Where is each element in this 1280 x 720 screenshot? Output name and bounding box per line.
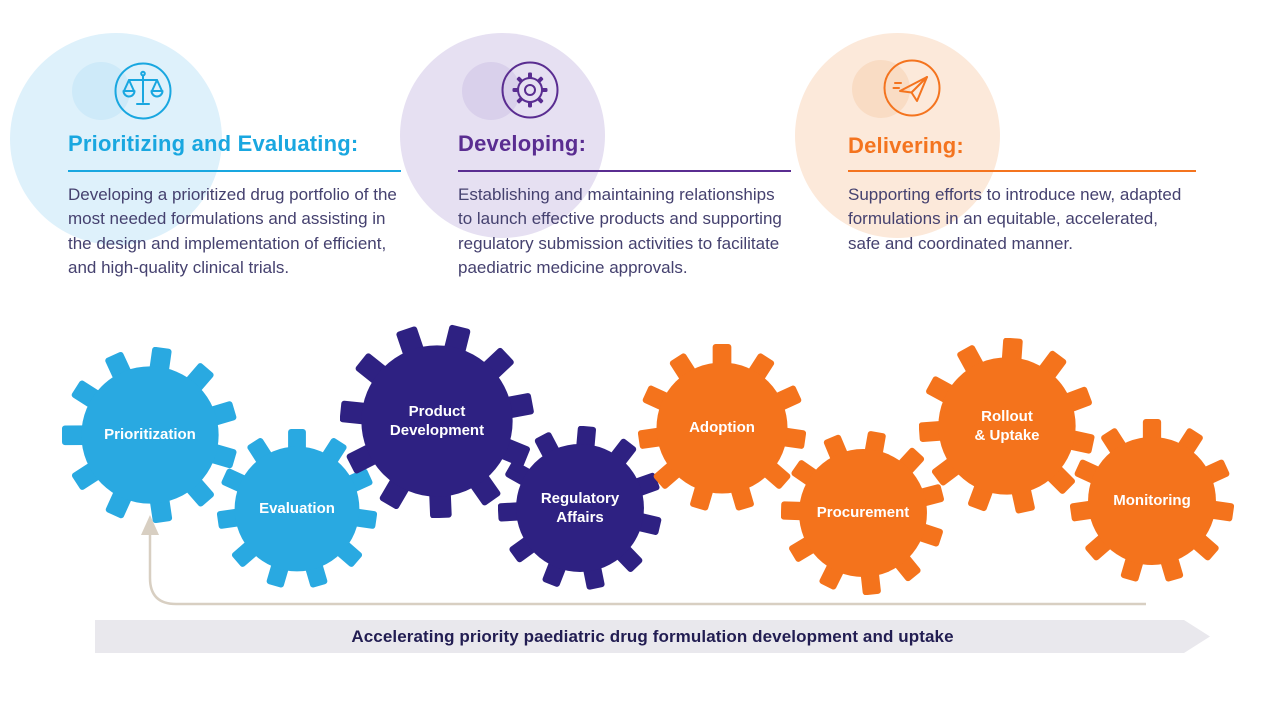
- process-banner-text: Accelerating priority paediatric drug fo…: [351, 626, 954, 646]
- gear-regulatory-affairs: Regulatory Affairs: [498, 426, 662, 590]
- heading-prioritizing-evaluating: Prioritizing and Evaluating:: [68, 131, 359, 156]
- divider-prioritizing: [68, 170, 401, 172]
- gear-label-procurement: Procurement: [816, 504, 910, 522]
- divider-developing: [458, 170, 791, 172]
- gear-label-regulatory-affairs: Regulatory Affairs: [540, 489, 620, 527]
- gear-prioritization: Prioritization: [62, 347, 238, 523]
- paper-plane-icon: [881, 57, 943, 119]
- body-delivering: Supporting efforts to introduce new, ada…: [848, 185, 1182, 253]
- gear-label-monitoring: Monitoring: [1113, 492, 1191, 510]
- process-banner: Accelerating priority paediatric drug fo…: [95, 620, 1210, 653]
- gear-procurement: Procurement: [781, 431, 945, 595]
- gear-label-adoption: Adoption: [689, 419, 755, 437]
- body-developing: Establishing and maintaining relationshi…: [458, 185, 782, 277]
- gear-label-rollout-uptake: Rollout & Uptake: [974, 407, 1040, 445]
- body-prioritizing: Developing a prioritized drug portfolio …: [68, 185, 397, 277]
- gear-label-product-development: Product Development: [389, 402, 485, 440]
- decor-circle-blue: [72, 62, 130, 120]
- scales-icon: [112, 60, 174, 122]
- divider-delivering: [848, 170, 1196, 172]
- decor-circle-orange: [852, 60, 910, 118]
- gear-product-development: Product Development: [340, 324, 534, 518]
- gear-evaluation: Evaluation: [217, 429, 377, 589]
- gear-label-prioritization: Prioritization: [104, 426, 196, 444]
- cog-icon: [499, 59, 561, 121]
- gear-monitoring: Monitoring: [1070, 419, 1234, 583]
- gear-adoption: Adoption: [638, 344, 806, 512]
- heading-developing: Developing:: [458, 131, 587, 156]
- gear-rollout-uptake: Rollout & Uptake: [919, 338, 1095, 514]
- gear-label-evaluation: Evaluation: [259, 500, 335, 518]
- heading-delivering: Delivering:: [848, 133, 964, 158]
